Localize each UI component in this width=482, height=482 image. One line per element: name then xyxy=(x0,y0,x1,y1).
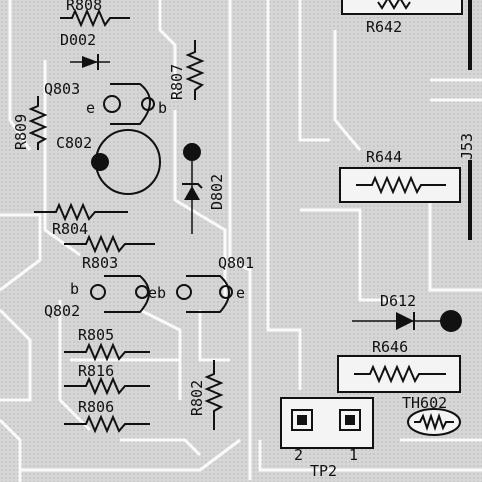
d002-label: D002 xyxy=(60,31,96,49)
d612-diode: D612 xyxy=(352,292,462,332)
r642-label: R642 xyxy=(366,18,402,36)
q803-label: Q803 xyxy=(44,80,80,98)
r809-resistor: R809 xyxy=(12,96,48,150)
q802-b-label: b xyxy=(70,280,79,298)
tp2-pin2-label: 2 xyxy=(294,446,303,464)
r642-resistor: R642 xyxy=(341,0,463,36)
j53-label: J53 xyxy=(458,133,476,160)
d802-label: D802 xyxy=(208,174,226,210)
q802-label: Q802 xyxy=(44,302,80,320)
r805-resistor: R805 xyxy=(64,326,150,362)
tp2-pin1-label: 1 xyxy=(349,446,358,464)
j53-connector: J53 xyxy=(458,0,476,240)
eb-label: eb xyxy=(148,284,166,302)
r646-resistor: R646 xyxy=(337,338,461,393)
r808-resistor: R808 xyxy=(60,0,130,28)
c802-label: C802 xyxy=(56,134,92,152)
r804-label: R804 xyxy=(52,220,88,238)
r802-label: R802 xyxy=(188,380,206,416)
r804-resistor: R804 xyxy=(34,202,128,238)
r806-label: R806 xyxy=(78,398,114,416)
r802-resistor: R802 xyxy=(188,360,224,430)
q801-label: Q801 xyxy=(218,254,254,272)
r805-label: R805 xyxy=(78,326,114,344)
d612-label: D612 xyxy=(380,292,416,310)
r807-label: R807 xyxy=(168,64,186,100)
r646-label: R646 xyxy=(372,338,408,356)
c802-capacitor: C802 xyxy=(56,129,161,195)
q803-transistor: Q803 e b xyxy=(44,80,167,125)
th602-thermistor: TH602 xyxy=(402,394,461,436)
tp2-test-point: 2 1 TP2 xyxy=(280,397,374,480)
q803-e-label: e xyxy=(86,99,95,117)
r644-label: R644 xyxy=(366,148,402,166)
th602-label: TH602 xyxy=(402,394,447,412)
q802-transistor: b Q802 eb xyxy=(44,275,166,320)
q803-b-label: b xyxy=(158,99,167,117)
d802-diode: D802 xyxy=(182,143,226,234)
r816-resistor: R816 xyxy=(64,362,150,396)
r808-label: R808 xyxy=(66,0,102,14)
r816-label: R816 xyxy=(78,362,114,380)
d002-diode: D002 xyxy=(60,31,110,70)
tp2-label: TP2 xyxy=(310,462,337,480)
r806-resistor: R806 xyxy=(64,398,150,434)
q801-e-label: e xyxy=(236,284,245,302)
q801-transistor: Q801 e xyxy=(176,254,254,313)
r644-resistor: R644 xyxy=(339,148,461,203)
r809-label: R809 xyxy=(12,114,30,150)
r803-resistor: R803 xyxy=(64,234,155,272)
r803-label: R803 xyxy=(82,254,118,272)
r807-resistor: R807 xyxy=(168,40,205,100)
